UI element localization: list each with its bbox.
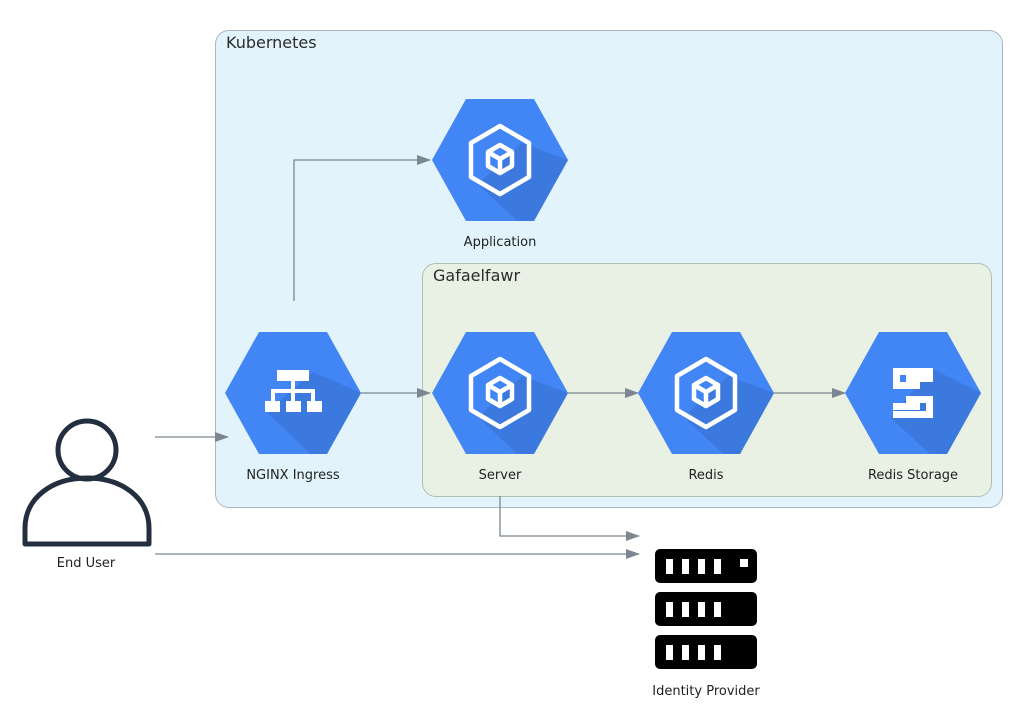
- application-node[interactable]: [432, 99, 568, 221]
- redis-storage-node[interactable]: [845, 332, 981, 454]
- redis-node[interactable]: [638, 332, 774, 454]
- gke-cube-icon: [432, 99, 568, 221]
- end-user-label: End User: [56, 556, 116, 571]
- nginx-ingress-node[interactable]: [225, 332, 361, 454]
- identity-provider-label: Identity Provider: [652, 684, 760, 699]
- redis-label: Redis: [688, 468, 724, 483]
- gafaelfawr-cluster-title: Gafaelfawr: [433, 266, 521, 285]
- gke-cube-icon: [432, 332, 568, 454]
- server-label: Server: [478, 468, 522, 483]
- end-user-node[interactable]: [22, 418, 152, 548]
- filestore-icon: [845, 332, 981, 454]
- server-node[interactable]: [432, 332, 568, 454]
- edge-nginx-to-application: [293, 155, 431, 301]
- kubernetes-cluster-title: Kubernetes: [226, 33, 317, 52]
- server-rack-icon: [655, 549, 757, 669]
- user-icon: [22, 418, 152, 547]
- identity-provider-node[interactable]: [655, 549, 757, 671]
- redis-storage-label: Redis Storage: [867, 468, 959, 483]
- application-label: Application: [463, 235, 537, 250]
- gke-cube-icon: [638, 332, 774, 454]
- edge-server-to-idp: [499, 496, 640, 541]
- load-balancer-icon: [225, 332, 361, 454]
- nginx-ingress-label: NGINX Ingress: [246, 468, 340, 483]
